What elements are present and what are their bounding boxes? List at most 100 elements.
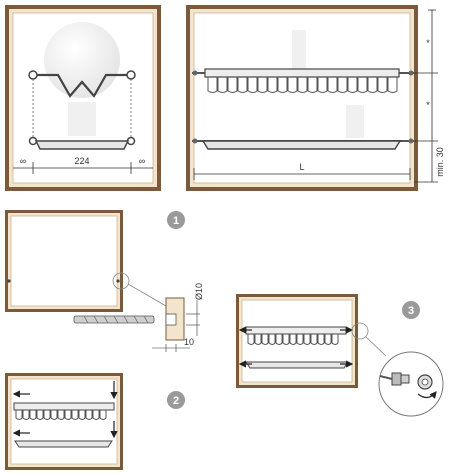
drilled-hole: [165, 313, 177, 326]
detail-callout-circle: [112, 272, 130, 290]
upper-right-stud: [408, 70, 414, 76]
rack-tine: [327, 77, 338, 93]
rack-tine: [282, 334, 290, 345]
plate-silhouette: [292, 30, 306, 72]
rack-tine: [367, 77, 378, 93]
cup-silhouette: [68, 102, 96, 136]
rack-tine: [99, 410, 107, 420]
rack-tine: [57, 410, 65, 420]
gap-right-label: ∞: [139, 156, 145, 166]
rack-tine: [331, 334, 339, 345]
step-2-badge: [167, 391, 185, 409]
rack-tine: [261, 334, 269, 345]
rack-tine: [43, 410, 51, 420]
front-view-cabinet: 224 ∞ ∞: [5, 5, 161, 191]
rack-tine: [296, 334, 304, 345]
rack-tine: [303, 334, 311, 345]
rack-tine: [267, 77, 278, 93]
rack-tine: [337, 77, 348, 93]
drip-tray: [34, 140, 130, 150]
rack-tine: [310, 334, 318, 345]
step2-rack-bar: [13, 402, 115, 411]
lock-detail-zoom: [378, 351, 444, 417]
lock-collar: [400, 374, 410, 384]
rack-tine: [324, 334, 332, 345]
step3-rack-bar: [245, 326, 347, 335]
lock-pin: [379, 375, 393, 380]
upper-right-mount: [126, 70, 136, 80]
upper-rack-bar: [204, 68, 400, 78]
step3-drip-tray: [245, 361, 349, 369]
step-3-locking: 3: [236, 294, 444, 417]
rack-tine: [71, 410, 79, 420]
rack-tine: [50, 410, 58, 420]
rack-tine: [287, 77, 298, 93]
rack-tine: [347, 77, 358, 93]
hole-marker-left: [7, 279, 11, 283]
step-3-number: 3: [408, 305, 414, 317]
rack-tine: [207, 77, 218, 93]
side-view-cabinet: L * * min. 30: [186, 5, 445, 191]
rack-tine: [36, 410, 44, 420]
rack-tine: [64, 410, 72, 420]
rack-tine: [78, 410, 86, 420]
upper-rack-tines: [207, 77, 398, 93]
step3-rack-tines: [247, 334, 339, 345]
upper-left-mount: [28, 70, 38, 80]
dimension-L-label: L: [299, 162, 304, 172]
detail-callout-circle: [351, 322, 369, 340]
rack-tine: [268, 334, 276, 345]
cup-silhouette: [346, 105, 364, 138]
rack-tine: [277, 77, 288, 93]
rack-tine: [317, 77, 328, 93]
cabinet-interior: [10, 378, 118, 465]
drill-depth-label: 10: [184, 337, 194, 347]
rack-tine: [92, 410, 100, 420]
drip-tray: [201, 140, 402, 150]
detail-connector: [365, 336, 387, 357]
lower-left-stud: [192, 138, 198, 144]
step-1-badge: [167, 211, 185, 229]
gap-upper-label: *: [426, 38, 430, 48]
step-2-installation: 2: [5, 373, 185, 470]
dimension-224-label: 224: [74, 156, 89, 166]
rack-tine: [377, 77, 388, 93]
rack-tine: [317, 334, 325, 345]
step-1-drilling: 1 Ø10 10: [5, 210, 204, 352]
rack-tine: [357, 77, 368, 93]
detail-connector: [127, 283, 167, 307]
rack-tine: [227, 77, 238, 93]
step-1-number: 1: [173, 215, 179, 227]
gap-left-label: ∞: [20, 156, 26, 166]
drill-bit-flutes: [83, 315, 149, 324]
plate-silhouette: [44, 22, 120, 98]
step-3-badge: [402, 301, 420, 319]
rotate-arrow: [417, 391, 437, 399]
rack-tine: [22, 410, 30, 420]
lower-right-stud: [408, 138, 414, 144]
rack-tine: [29, 410, 37, 420]
rack-tine: [257, 77, 268, 93]
rack-tine: [85, 410, 93, 420]
hole-diameter-label: Ø10: [194, 283, 204, 300]
rack-tine: [307, 77, 318, 93]
step2-drip-tray: [14, 440, 113, 448]
rack-tine: [387, 77, 398, 93]
cabinet-interior: [10, 215, 118, 307]
lock-nut: [391, 372, 402, 386]
rack-tine: [247, 334, 255, 345]
min-30-label: min. 30: [435, 147, 445, 177]
gap-lower-label: *: [426, 100, 430, 110]
rack-tine: [247, 77, 258, 93]
upper-rack-profile: [33, 73, 131, 98]
rack-tine: [15, 410, 23, 420]
rack-tine: [217, 77, 228, 93]
rack-tine: [275, 334, 283, 345]
rack-tine: [289, 334, 297, 345]
step2-rack-tines: [15, 410, 107, 420]
step-2-number: 2: [173, 395, 179, 407]
rack-tine: [254, 334, 262, 345]
hole-marker-right: [116, 279, 120, 283]
rack-tine: [297, 77, 308, 93]
